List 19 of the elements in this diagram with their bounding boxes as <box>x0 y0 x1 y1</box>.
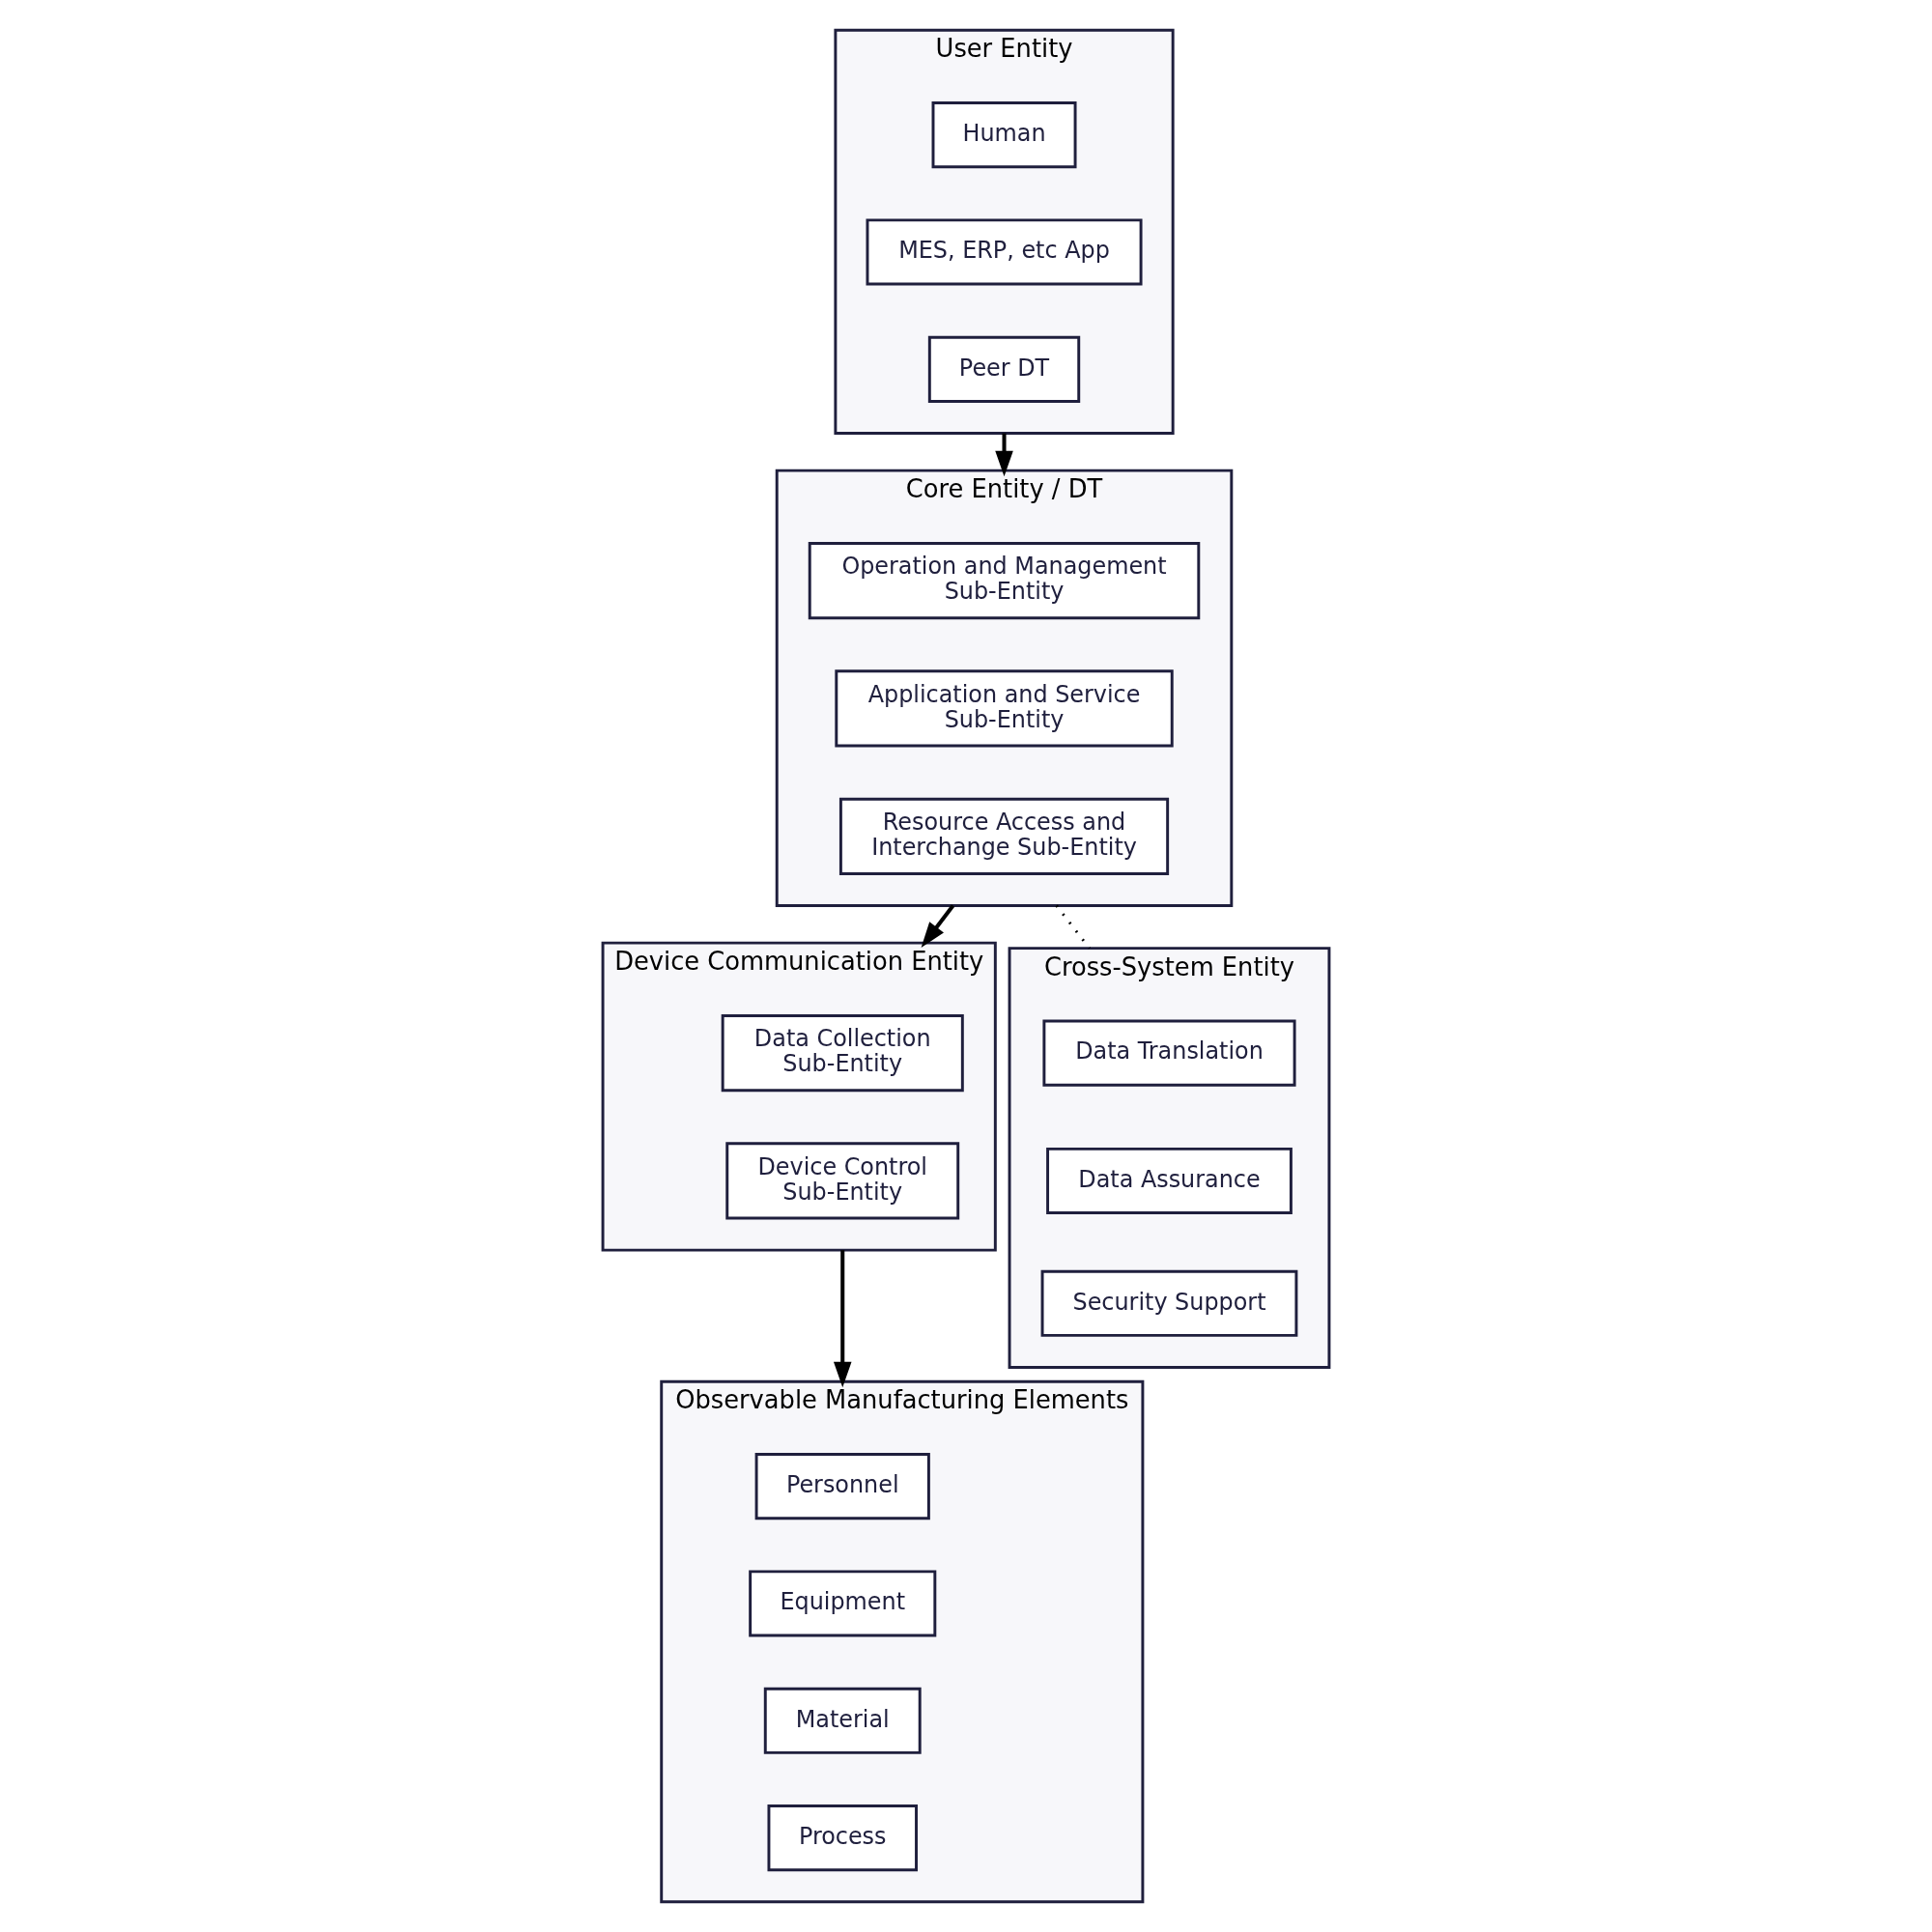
arrow <box>921 904 955 948</box>
connector <box>1055 904 1092 950</box>
node-box: Material <box>763 1687 922 1754</box>
node-box: Process <box>767 1804 918 1872</box>
node-box: Personnel <box>754 1453 930 1520</box>
node-box: Resource Access and Interchange Sub-Entity <box>838 797 1170 875</box>
node-box: MES, ERP, etc App <box>866 218 1143 286</box>
node-box: Equipment <box>749 1570 937 1637</box>
node-box: Data Translation <box>1042 1019 1296 1087</box>
node-box: Peer DT <box>927 335 1081 403</box>
node-box: Operation and Management Sub-Entity <box>808 542 1201 620</box>
node-box: Application and Service Sub-Entity <box>835 669 1174 748</box>
arrow <box>833 1250 852 1388</box>
node-box: Human <box>931 101 1077 169</box>
node-box: Device Control Sub-Entity <box>725 1142 960 1220</box>
node-box: Data Assurance <box>1046 1147 1293 1214</box>
node-box: Data Collection Sub-Entity <box>721 1014 964 1093</box>
arrow <box>995 433 1013 477</box>
node-box: Security Support <box>1040 1269 1298 1337</box>
